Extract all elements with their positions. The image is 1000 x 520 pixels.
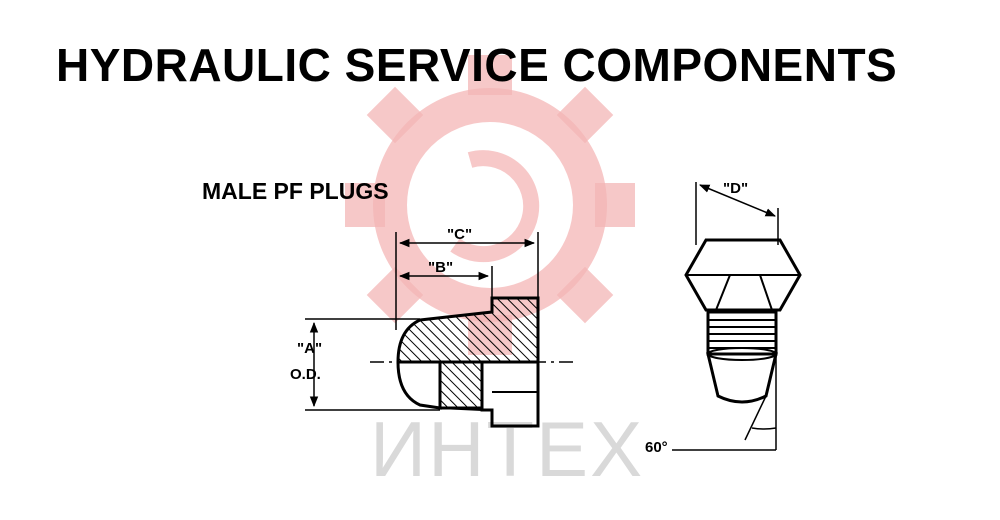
- dimension-d: [695, 182, 779, 245]
- dimension-b: [398, 266, 493, 298]
- angle-label-60: 60°: [645, 439, 668, 456]
- angle-60: [672, 354, 777, 451]
- dimension-a: [305, 318, 440, 411]
- dimension-label-b: "B": [428, 259, 454, 276]
- plug-hex-view: [684, 238, 802, 404]
- dimension-label-a: "A": [297, 340, 323, 357]
- section-title: MALE PF PLUGS: [202, 178, 389, 204]
- dimension-c: [395, 232, 539, 330]
- dimension-label-c: "C": [447, 226, 473, 243]
- watermark-text: ИНТЕХ: [370, 405, 645, 493]
- dimension-label-d: "D": [723, 180, 749, 197]
- plug-side-view: [370, 296, 575, 428]
- page-title: HYDRAULIC SERVICE COMPONENTS: [56, 39, 898, 91]
- dimension-label-od: O.D.: [290, 366, 321, 383]
